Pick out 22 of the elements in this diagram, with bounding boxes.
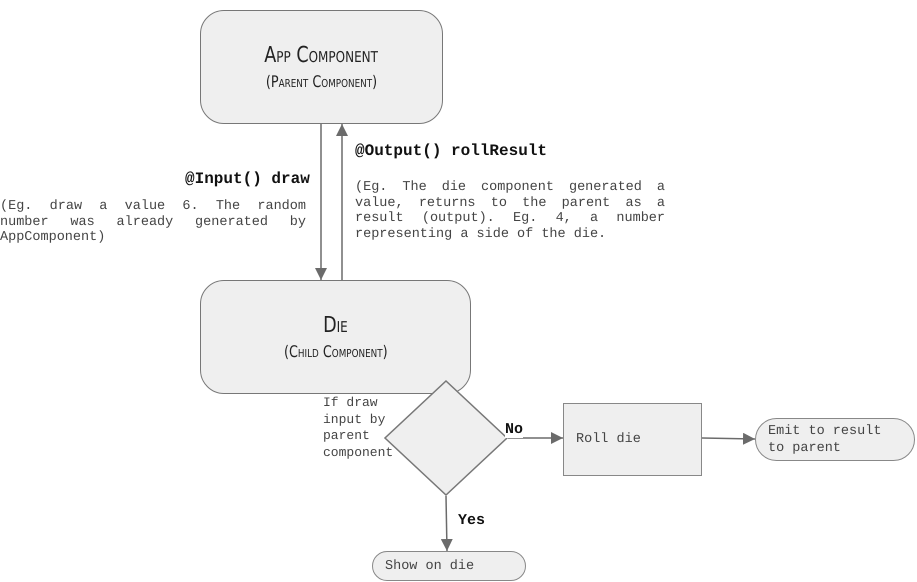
component-title: Die: [323, 313, 348, 338]
edge-label: No: [505, 421, 524, 438]
terminal-pill: [755, 418, 915, 461]
edge-label: @Input() draw: [185, 170, 310, 188]
arrow: [508, 432, 563, 444]
arrow: [702, 432, 756, 445]
component-box: [200, 10, 443, 124]
terminal-pill: [372, 551, 526, 581]
component-subtitle: (Child Component): [284, 342, 388, 361]
description-text: (Eg. The die component generated a value, returns to the parent as a result (output). Eg. 4, a number representing a side of the die.: [355, 180, 665, 242]
component-title: App Component: [264, 43, 378, 68]
arrow: [440, 496, 453, 552]
node-text: Emit to result to parent: [768, 422, 882, 456]
description-text: (Eg. draw a value 6. The random number was already generated by AppComponent): [0, 199, 306, 246]
node-text: Show on die: [385, 558, 474, 574]
arrow: [336, 124, 348, 280]
component-subtitle: (Parent Component): [266, 72, 378, 91]
node-text: Roll die: [576, 432, 641, 447]
arrow: [315, 124, 327, 280]
edge-label: @Output() rollResult: [355, 142, 548, 160]
decision-text: If draw input by parent component: [323, 395, 394, 461]
process-box: [563, 403, 702, 476]
